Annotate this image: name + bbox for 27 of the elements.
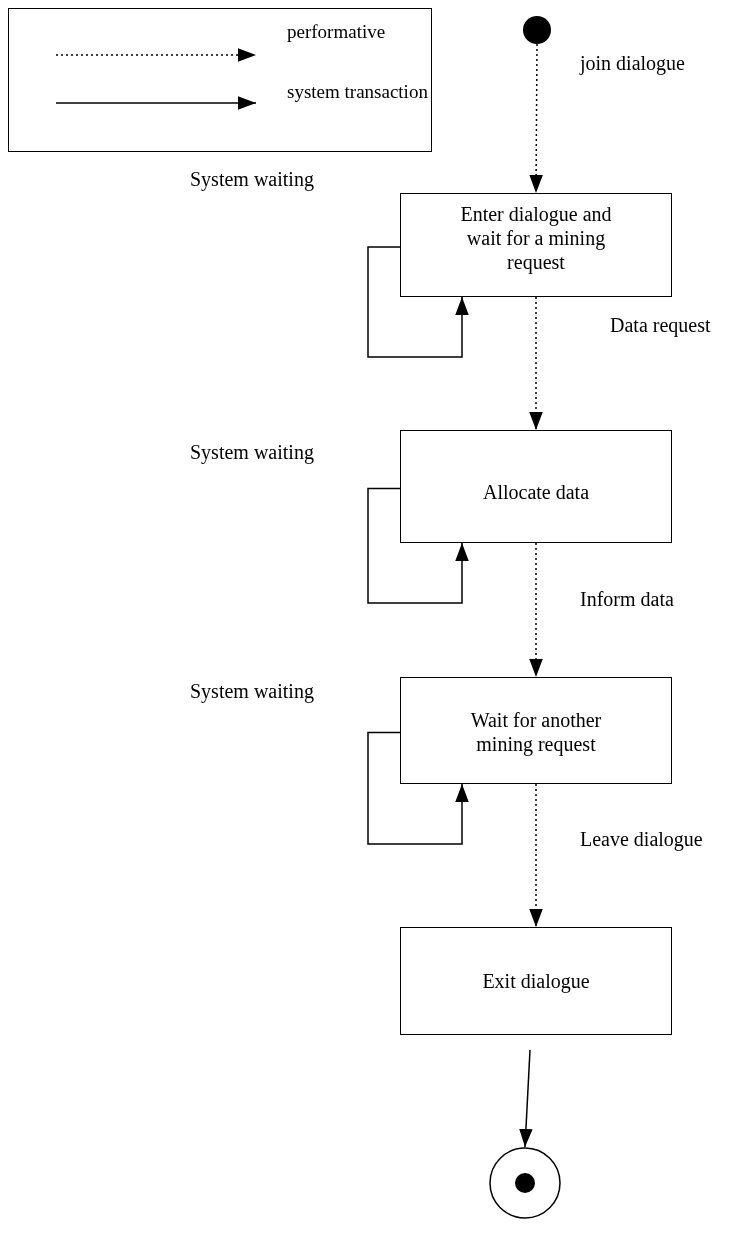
arrow (367, 246, 469, 358)
state-label: Exit dialogue (481, 969, 591, 993)
state-note: System waiting (190, 680, 314, 703)
legend-label: system transaction (287, 81, 428, 103)
edge-label: join dialogue (580, 52, 685, 75)
state-box (400, 677, 672, 784)
state-note: System waiting (190, 441, 314, 464)
edge-label: Inform data (580, 588, 674, 611)
legend-label: performative (287, 21, 386, 43)
edge-label: Leave dialogue (580, 828, 703, 851)
arrow (529, 542, 543, 678)
arrow (367, 731, 469, 845)
edge-label: Data request (610, 314, 711, 337)
state-label: Allocate data (481, 479, 591, 504)
arrow (529, 296, 543, 431)
arrow (529, 783, 543, 928)
state-box (400, 430, 672, 543)
arrow (529, 43, 543, 194)
initial-state-circle (523, 16, 551, 44)
state-box (400, 193, 672, 297)
final-state-circle (489, 1147, 561, 1219)
state-box (400, 927, 672, 1035)
state-note: System waiting (190, 168, 314, 191)
arrow (519, 1049, 533, 1148)
state-label: Enter dialogue and wait for a mining request (459, 202, 613, 274)
arrow (367, 487, 469, 604)
state-label: Wait for another mining request (469, 707, 603, 756)
